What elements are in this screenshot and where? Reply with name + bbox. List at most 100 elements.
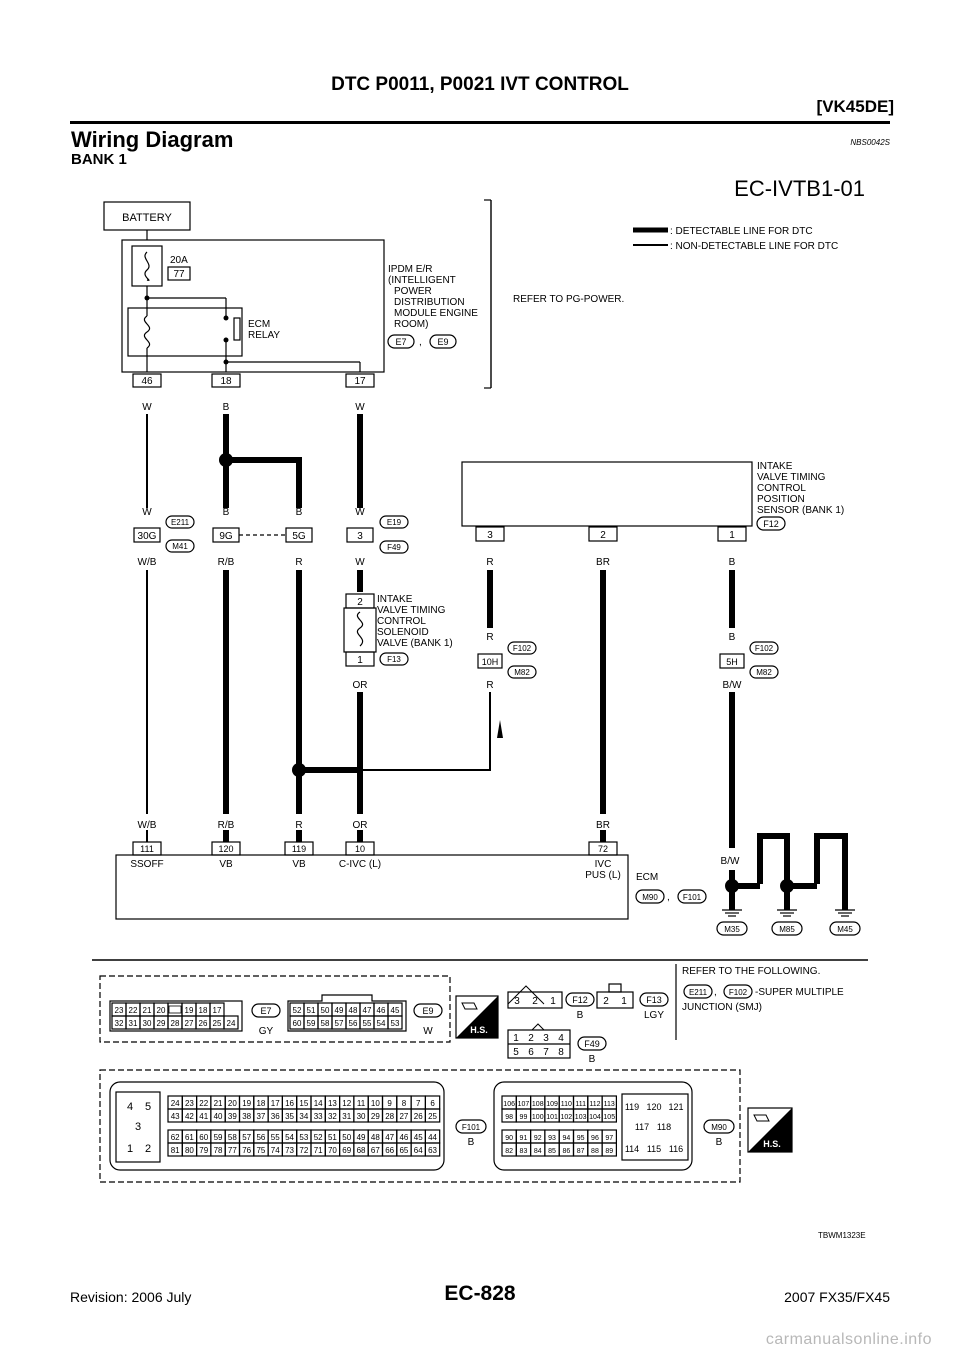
pin-label: 102 xyxy=(561,1114,573,1121)
connector-name: F49 xyxy=(584,1039,600,1049)
pin-label: 29 xyxy=(157,1019,166,1028)
wire-color-label: OR xyxy=(353,820,368,831)
pin-label: 65 xyxy=(399,1146,408,1155)
wire-color-label: BR xyxy=(596,820,610,831)
section-code: NBS0042S xyxy=(850,138,890,147)
conn-tag-label: F102 xyxy=(755,644,774,653)
battery-label: BATTERY xyxy=(122,212,172,224)
pin-label: 79 xyxy=(199,1146,208,1155)
solenoid-line: VALVE TIMING xyxy=(377,605,446,616)
connector-color: B xyxy=(468,1137,475,1148)
pin-label: 20 xyxy=(157,1006,166,1015)
pin-label: 53 xyxy=(391,1019,400,1028)
e19-pin xyxy=(346,527,374,543)
pin-label: 52 xyxy=(293,1006,302,1015)
page-header-title: DTC P0011, P0021 IVT CONTROL xyxy=(331,74,629,95)
pin-label: 114 xyxy=(625,1144,639,1154)
legend-detectable: : DETECTABLE LINE FOR DTC xyxy=(670,226,813,237)
pin-label: 56 xyxy=(349,1019,358,1028)
sensor-pin xyxy=(475,526,505,542)
ipdm-label: IPDM E/R (INTELLIGENT POWER DISTRIBUTION… xyxy=(388,264,478,330)
smj-pin xyxy=(133,527,161,543)
pin-label: 9G xyxy=(219,531,233,542)
pin-label: 109 xyxy=(546,1101,558,1108)
pin-label: 15 xyxy=(299,1099,308,1108)
svg-text:,: , xyxy=(714,987,717,998)
pin-label: 46 xyxy=(377,1006,386,1015)
pin-label: 21 xyxy=(214,1099,223,1108)
ecm-terminal: C-IVC (L) xyxy=(339,859,381,870)
pin-label: 40 xyxy=(214,1112,223,1121)
pin-label: 54 xyxy=(285,1133,294,1142)
pin-label: 47 xyxy=(363,1006,372,1015)
pin-label: 120 xyxy=(646,1102,661,1112)
pin-label: 77 xyxy=(228,1146,237,1155)
pin-label: 68 xyxy=(357,1146,366,1155)
svg-text:,: , xyxy=(419,337,422,348)
pin-label: 21 xyxy=(143,1006,152,1015)
wire-color-label: R xyxy=(486,680,493,691)
ipdm-pins: 46 18 17 xyxy=(132,373,375,388)
pin-label: 75 xyxy=(256,1146,265,1155)
connector-color: LGY xyxy=(644,1010,664,1021)
pin-label: 17 xyxy=(213,1006,222,1015)
pin-label: 57 xyxy=(335,1019,344,1028)
footer-model: 2007 FX35/FX45 xyxy=(784,1289,890,1305)
pin-label: 76 xyxy=(242,1146,251,1155)
pin-label: 116 xyxy=(669,1144,683,1154)
splice-point xyxy=(292,763,306,777)
pin-label: 120 xyxy=(218,844,233,854)
header-rule xyxy=(70,121,890,124)
sensor-label: INTAKE VALVE TIMING CONTROL POSITION SEN… xyxy=(757,461,844,516)
pin-label: 2 xyxy=(357,597,363,608)
conn-tag-label: F102 xyxy=(729,988,748,997)
pin-label: 99 xyxy=(520,1114,528,1121)
pin-label: 1 xyxy=(513,1033,519,1044)
conn-tag-label: F102 xyxy=(513,644,532,653)
pin-label: 46 xyxy=(399,1133,408,1142)
pin-label: 23 xyxy=(185,1099,194,1108)
ecm-terminals: SSOFF VB VB C-IVC (L) IVC PUS (L) xyxy=(130,859,620,881)
solenoid-line: INTAKE xyxy=(377,594,413,605)
pin-label: 17 xyxy=(271,1099,280,1108)
sensor-pin xyxy=(588,526,618,542)
ecm-terminal: SSOFF xyxy=(130,859,163,870)
pin-label: 104 xyxy=(589,1114,601,1121)
conn-tag-label: E19 xyxy=(387,518,402,527)
pin-label: 119 xyxy=(292,844,306,854)
pin-label: 11 xyxy=(357,1099,366,1108)
pin-label: 8 xyxy=(558,1047,564,1058)
wiring-diagram: EC-IVTB1-01 BATTERY IPDM E/R (INTELLIGEN… xyxy=(92,176,868,1183)
pin-label: 10 xyxy=(355,844,365,854)
pin-label: 101 xyxy=(546,1114,558,1121)
pin-label: 60 xyxy=(293,1019,302,1028)
pin-label: 97 xyxy=(605,1135,613,1142)
section-title: Wiring Diagram xyxy=(71,127,234,152)
connector-color: W xyxy=(423,1026,433,1037)
solenoid-line: CONTROL xyxy=(377,616,426,627)
pin-label: 2 xyxy=(603,996,609,1007)
ipdm-line: MODULE ENGINE xyxy=(394,308,478,319)
pin-label: 28 xyxy=(171,1019,180,1028)
pin-label: 2 xyxy=(145,1143,151,1155)
pin-label: 51 xyxy=(307,1006,316,1015)
pin-label: 30 xyxy=(143,1019,152,1028)
ecm-terminal: VB xyxy=(292,859,306,870)
pin-label: 30G xyxy=(138,531,157,542)
pin-label: 48 xyxy=(349,1006,358,1015)
ipdm-line: POWER xyxy=(394,286,432,297)
wire-color-label: W xyxy=(142,507,152,518)
pin-label: 39 xyxy=(228,1112,237,1121)
ipdm-box xyxy=(121,239,385,373)
pin-label: 119 xyxy=(625,1102,639,1112)
pin-label: 25 xyxy=(428,1112,437,1121)
wire-color-label: R/B xyxy=(218,557,235,568)
pin-label: 82 xyxy=(505,1148,513,1155)
ground-icon xyxy=(722,909,855,917)
ipdm-line: ROOM) xyxy=(394,319,428,330)
pin-label: 84 xyxy=(534,1148,542,1155)
pin-label: 87 xyxy=(577,1148,585,1155)
refer-text: JUNCTION (SMJ) xyxy=(682,1002,762,1013)
pin-label: 78 xyxy=(214,1146,223,1155)
